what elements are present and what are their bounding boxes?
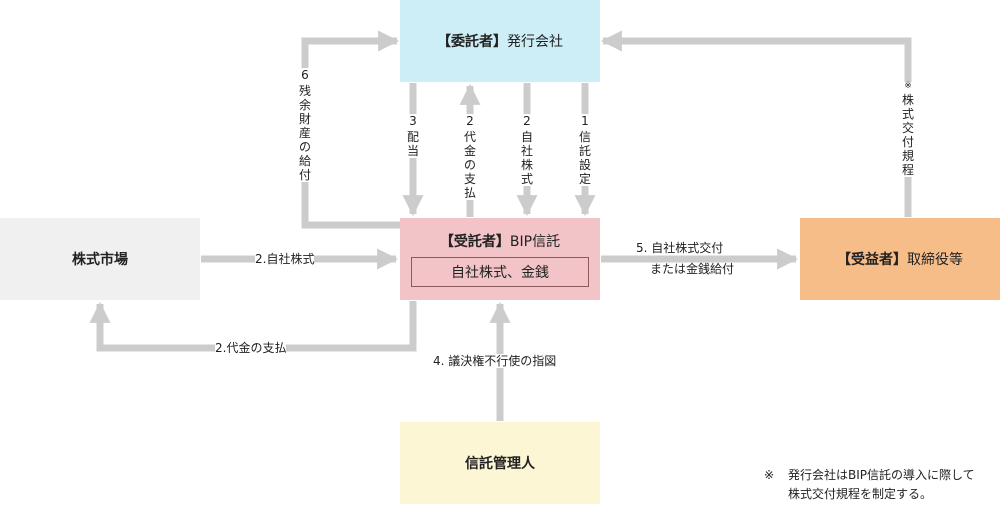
trustor-role: 【委託者】: [437, 34, 507, 50]
label-stock-num: 2: [523, 114, 531, 128]
bip-assets-box: 自社株式、金銭: [411, 257, 589, 287]
label-stock-rule-mark: ※: [904, 81, 912, 91]
label-voting-instruction: 4. 議決権不行使の指図: [433, 354, 557, 368]
label-trust-setting: 1 信託設定: [577, 114, 593, 186]
stock-market-box: 株式市場: [0, 218, 200, 300]
bip-trust-box: 【受託者】BIP信託 自社株式、金銭: [400, 218, 600, 300]
label-stock-rule-text: 株式交付規程: [901, 93, 914, 177]
footnote-line2: 株式交付規程を制定する。: [788, 487, 933, 501]
footnote: ※ 発行会社はBIP信託の導入に際して 株式交付規程を制定する。: [764, 466, 975, 504]
arrow-stock-rule: [600, 30, 912, 217]
label-dividend-num: 3: [409, 114, 417, 128]
footnote-line1: ※ 発行会社はBIP信託の導入に際して: [764, 466, 975, 485]
label-stock-from-trustor: 2 自社株式: [519, 114, 535, 186]
trust-administrator-box: 信託管理人: [400, 422, 600, 504]
label-delivery-line1: 5. 自社株式交付: [636, 241, 724, 255]
trustor-name: 発行会社: [507, 34, 563, 50]
label-trust-setting-text: 信託設定: [578, 130, 591, 186]
label-delivery-line2: または金銭給付: [650, 262, 735, 276]
beneficiary-role: 【受益者】: [837, 252, 907, 268]
label-residual-assets: 6 残余財産の給付: [297, 68, 313, 182]
beneficiary-name: 取締役等: [907, 252, 963, 268]
bip-assets: 自社株式、金銭: [451, 265, 549, 281]
label-market-stock: 2.自社株式: [255, 252, 315, 266]
label-stock-text: 自社株式: [520, 130, 533, 186]
label-payment-text: 代金の支払: [463, 130, 476, 200]
bip-title: 【受託者】BIP信託: [440, 231, 560, 251]
label-market-payment: 2.代金の支払: [215, 341, 287, 355]
footnote-text1: 発行会社はBIP信託の導入に際して: [788, 468, 975, 482]
label-trust-setting-num: 1: [581, 114, 589, 128]
label-dividend-text: 配当: [406, 130, 419, 158]
stock-market-name: 株式市場: [72, 252, 128, 268]
bip-role: 【受託者】: [439, 234, 510, 250]
bip-name: BIP信託: [509, 234, 561, 250]
admin-name: 信託管理人: [465, 456, 535, 472]
arrow-residual-assets: [301, 30, 400, 229]
label-residual-assets-num: 6: [301, 68, 309, 82]
label-payment-to-trustor: 2 代金の支払: [462, 114, 478, 200]
label-dividend: 3 配当: [405, 114, 421, 158]
footnote-mark: ※: [764, 468, 775, 482]
beneficiary-box: 【受益者】取締役等: [800, 218, 1000, 300]
label-payment-num: 2: [466, 114, 474, 128]
label-stock-rule: ※ 株式交付規程: [900, 82, 916, 177]
label-residual-assets-text: 残余財産の給付: [298, 84, 311, 182]
trustor-box: 【委託者】発行会社: [400, 0, 600, 82]
